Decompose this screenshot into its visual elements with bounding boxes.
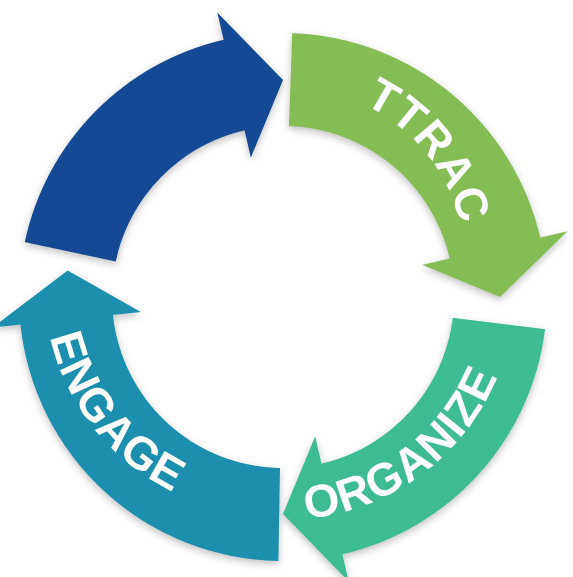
organize-arrow-segment — [283, 317, 546, 577]
engage-arrow-segment — [0, 270, 281, 561]
top-arrow-segment — [24, 12, 284, 262]
attract-arrow-segment — [288, 33, 568, 297]
